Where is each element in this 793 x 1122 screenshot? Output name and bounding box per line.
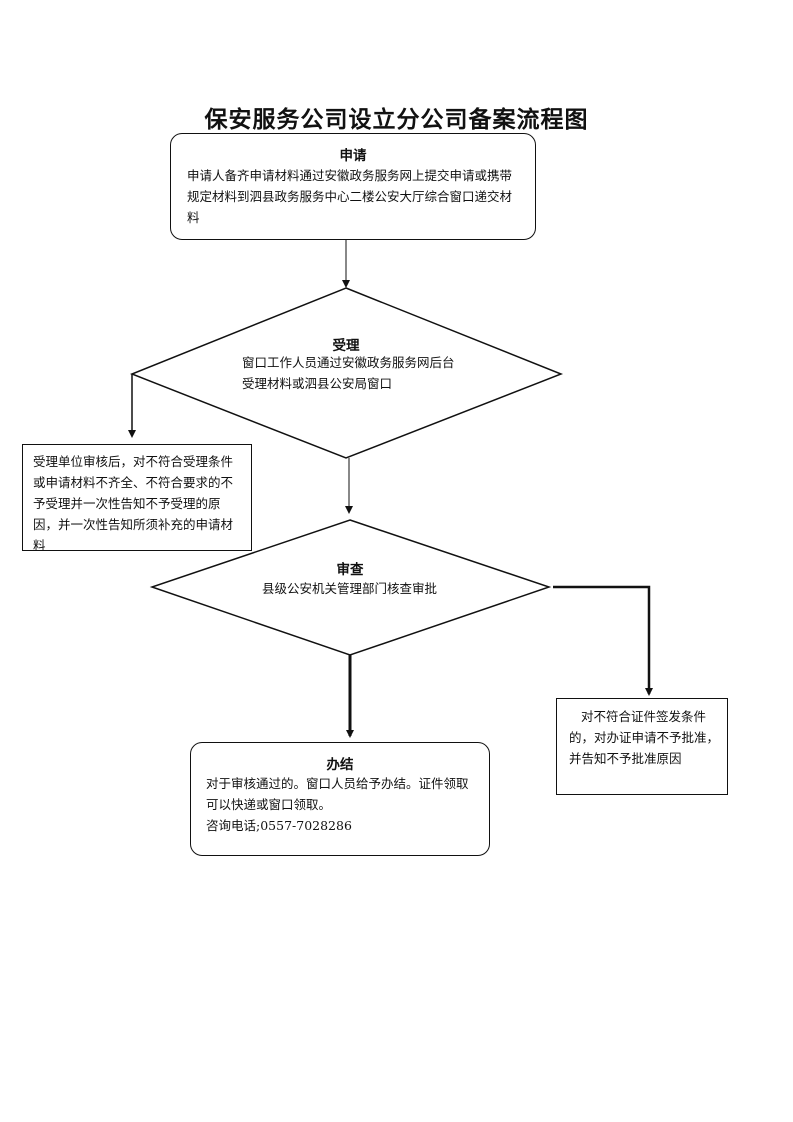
apply-box: 申请 申请人备齐申请材料通过安徽政务服务网上提交申请或携带规定材料到泗县政务服务… xyxy=(170,133,536,240)
finish-box: 办结 对于审核通过的。窗口人员给予办结。证件领取可以快递或窗口领取。 咨询电话;… xyxy=(190,742,490,856)
finish-text: 对于审核通过的。窗口人员给予办结。证件领取可以快递或窗口领取。 xyxy=(206,776,469,812)
accept-diamond xyxy=(129,287,564,459)
accept-text: 窗口工作人员通过安徽政务服务网后台受理材料或泗县公安局窗口 xyxy=(242,355,455,391)
reject-accept-text: 受理单位审核后，对不符合受理条件或申请材料不齐全、不符合要求的不予受理并一次性告… xyxy=(33,454,234,551)
review-heading: 审查 xyxy=(336,562,364,578)
apply-text: 申请人备齐申请材料通过安徽政务服务网上提交申请或携带规定材料到泗县政务服务中心二… xyxy=(187,168,513,225)
reject-review-box: 对不符合证件签发条件的，对办证申请不予批准，并告知不予批准原因 xyxy=(556,698,728,795)
apply-heading: 申请 xyxy=(339,148,367,164)
reject-review-text: 对不符合证件签发条件的，对办证申请不予批准，并告知不予批准原因 xyxy=(569,709,720,766)
reject-accept-box: 受理单位审核后，对不符合受理条件或申请材料不齐全、不符合要求的不予受理并一次性告… xyxy=(22,444,252,551)
finish-heading: 办结 xyxy=(326,757,354,773)
accept-heading: 受理 xyxy=(332,338,360,354)
page-title: 保安服务公司设立分公司备案流程图 xyxy=(204,106,589,133)
review-text: 县级公安机关管理部门核查审批 xyxy=(262,581,438,596)
finish-phone: 咨询电话;0557-7028286 xyxy=(206,818,352,833)
arrow-review-to-reject xyxy=(553,585,653,696)
